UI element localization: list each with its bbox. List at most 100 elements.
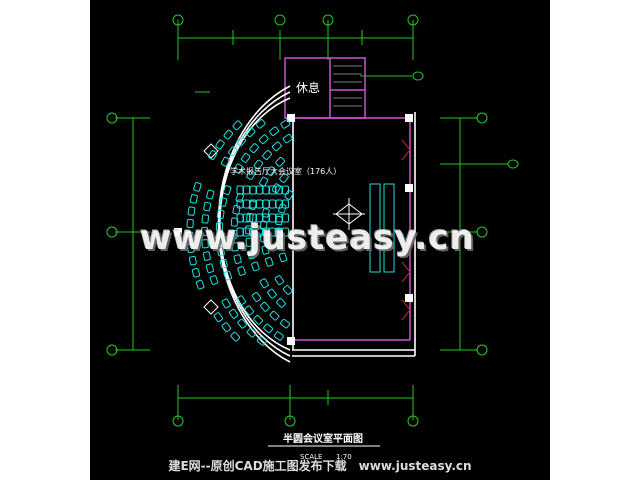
seat xyxy=(191,267,201,278)
seat xyxy=(259,278,269,289)
seat xyxy=(188,255,197,266)
seat xyxy=(230,331,241,342)
seat xyxy=(223,270,233,281)
seat xyxy=(237,318,247,329)
seat xyxy=(246,327,257,338)
seat xyxy=(251,292,262,302)
axis-bubbles xyxy=(106,14,519,427)
seat xyxy=(262,185,270,195)
seat xyxy=(282,133,293,144)
seat xyxy=(279,173,289,183)
seat xyxy=(249,143,259,154)
seat xyxy=(262,199,270,209)
seat xyxy=(282,213,289,223)
seat xyxy=(219,197,228,207)
seat xyxy=(219,258,228,269)
seat xyxy=(217,246,225,257)
seat xyxy=(187,243,195,254)
door-swings xyxy=(401,139,411,321)
seat xyxy=(243,185,250,195)
seat xyxy=(233,163,243,174)
seat xyxy=(263,323,273,334)
seat xyxy=(201,226,209,236)
seat xyxy=(236,185,244,195)
seat xyxy=(220,156,230,167)
seat xyxy=(193,182,202,192)
seat xyxy=(264,257,274,267)
seat xyxy=(247,249,256,260)
seat xyxy=(232,120,243,131)
seat xyxy=(221,298,231,309)
seat xyxy=(208,150,218,160)
seat xyxy=(280,318,290,329)
seat xyxy=(201,239,209,249)
seat xyxy=(205,263,214,274)
seat xyxy=(186,218,194,229)
seat xyxy=(215,139,225,150)
structural-columns xyxy=(174,114,413,345)
seat xyxy=(253,314,263,325)
seat xyxy=(282,185,289,195)
seat xyxy=(244,305,254,316)
seat xyxy=(186,231,194,241)
seat xyxy=(266,166,276,177)
partition-walls xyxy=(284,57,411,341)
seat xyxy=(245,127,256,138)
seat xyxy=(202,251,211,261)
seat xyxy=(259,176,269,187)
outer-walls xyxy=(217,85,416,363)
seat xyxy=(223,129,234,140)
seat xyxy=(213,312,223,323)
seat xyxy=(269,199,276,209)
seat xyxy=(256,185,263,195)
seat xyxy=(280,119,291,129)
seat xyxy=(274,331,284,341)
seat xyxy=(232,205,241,215)
seat xyxy=(231,242,239,252)
podium-tables xyxy=(369,183,395,273)
seat xyxy=(282,199,289,209)
seat xyxy=(262,150,272,160)
seat xyxy=(195,279,205,290)
seat xyxy=(237,266,246,276)
seat xyxy=(222,185,232,196)
stair-hatch xyxy=(333,65,362,107)
diamond-markers xyxy=(203,143,365,315)
scale-label: SCALE xyxy=(300,453,322,461)
seat xyxy=(267,288,277,299)
rest-room-label: 休息 xyxy=(296,80,320,95)
seat xyxy=(201,214,209,224)
auditorium-seats xyxy=(186,119,294,346)
seat xyxy=(269,310,280,321)
hall-label: 学术报告厅大会议室（176人） xyxy=(230,166,341,176)
seat xyxy=(230,217,239,227)
seat xyxy=(275,240,284,251)
top-dimension-lines xyxy=(177,20,414,60)
seat xyxy=(261,208,270,218)
seat xyxy=(236,227,244,237)
seat xyxy=(282,285,293,295)
seat xyxy=(206,189,215,200)
seat xyxy=(255,119,266,129)
seat xyxy=(269,213,276,223)
scale-value: 1:70 xyxy=(336,453,352,461)
floor-plan-drawing: 休息 学术报告厅大会议室（176人） 半圆会议室平面图 SCALE 1:70 xyxy=(106,14,519,461)
seat xyxy=(278,252,288,263)
seat xyxy=(258,134,269,145)
seat xyxy=(230,229,238,240)
seat xyxy=(271,183,281,194)
seat xyxy=(259,233,268,243)
seat xyxy=(249,227,257,237)
seat xyxy=(187,206,196,216)
seat xyxy=(276,298,286,308)
seat xyxy=(284,190,294,200)
seat xyxy=(253,159,264,170)
seat xyxy=(233,254,242,264)
seat xyxy=(272,141,282,152)
bottom-dimension-lines xyxy=(177,385,414,420)
seat xyxy=(274,275,284,286)
plan-title: 半圆会议室平面图 xyxy=(283,432,363,445)
seat xyxy=(275,157,285,167)
seat xyxy=(243,227,250,237)
